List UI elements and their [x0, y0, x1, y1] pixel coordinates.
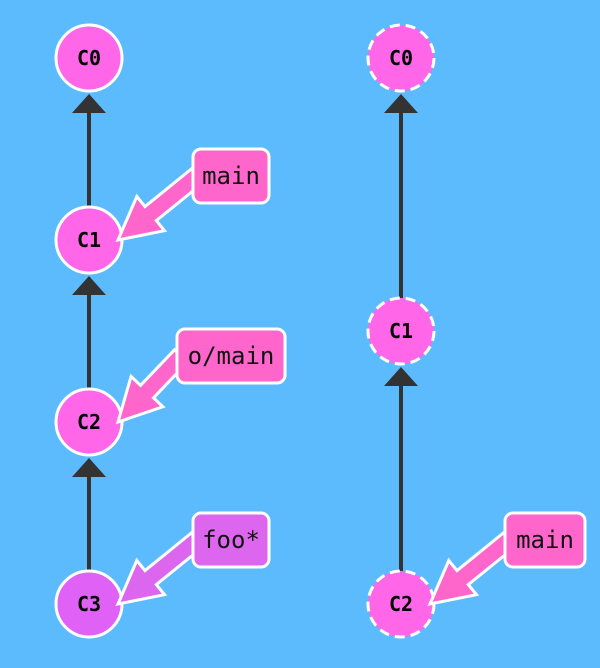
local-branch-box-2[interactable] [191, 511, 271, 569]
local-branch-box-0[interactable] [191, 147, 271, 205]
remote-edge-arrowhead-C2-C1 [384, 367, 418, 386]
remote-branch-arrow-0 [427, 530, 517, 607]
local-commit-label-C0: C0 [77, 46, 101, 70]
local-branch-label-2: foo* [202, 526, 260, 554]
remote-commit-C0[interactable] [366, 23, 436, 93]
local-branch-arrow-0 [115, 166, 205, 243]
local-edge-arrowhead-C2-C1 [72, 276, 106, 295]
local-branch-box-1[interactable] [175, 327, 287, 385]
remote-commit-C1[interactable] [366, 296, 436, 366]
remote-branch-box-0[interactable] [503, 511, 587, 569]
remote-commit-label-C1: C1 [389, 319, 413, 343]
local-commit-C0[interactable] [54, 23, 124, 93]
local-edge-arrowhead-C3-C2 [72, 458, 106, 477]
local-edge-arrowhead-C1-C0 [72, 94, 106, 113]
local-commit-label-C2: C2 [77, 410, 101, 434]
remote-commit-label-C0: C0 [389, 46, 413, 70]
local-branch-label-0: main [202, 162, 260, 190]
remote-branch-label-0: main [516, 526, 574, 554]
local-commit-label-C3: C3 [77, 592, 101, 616]
local-branch-label-1: o/main [188, 342, 275, 370]
remote-edge-arrowhead-C1-C0 [384, 94, 418, 113]
local-commit-label-C1: C1 [77, 228, 101, 252]
remote-commit-label-C2: C2 [389, 592, 413, 616]
local-branch-arrow-2 [115, 530, 205, 607]
